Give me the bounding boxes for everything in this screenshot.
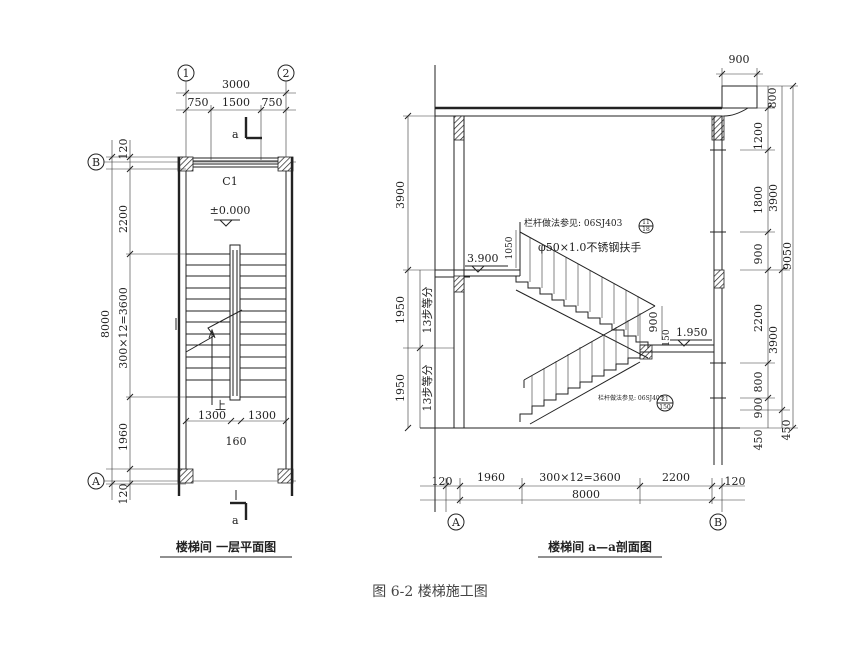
plan-view: 1 2 3000 750 1500 750 a B A — [87, 64, 296, 558]
right-450-a: 450 — [752, 430, 765, 451]
dim-width-750-left: 750 — [188, 96, 209, 109]
axis-label-B: B — [92, 156, 100, 169]
plan-dim-flight: 300×12=3600 — [117, 287, 130, 368]
rail-ref-lower-den: 150 — [659, 404, 671, 411]
right-800-top: 800 — [766, 88, 779, 109]
section-axis-bubble-B — [709, 513, 727, 531]
right-900-b: 900 — [752, 398, 765, 419]
rail-ref-lower: 栏杆做法参见: 06SJ403 — [598, 394, 664, 402]
axis-label-2: 2 — [283, 67, 290, 80]
section-level-mid: 1.950 — [676, 326, 708, 339]
plan-dim-bottom-wall: 120 — [117, 484, 130, 505]
plan-flight-width-right: 1300 — [248, 409, 276, 422]
bottom-2200: 2200 — [662, 471, 690, 484]
right-2200: 2200 — [752, 304, 765, 332]
section-axis-bubble-A — [447, 513, 465, 531]
section-steps-a: 13步等分 — [420, 287, 434, 334]
section-mark-top: a — [232, 128, 239, 141]
bottom-120-right: 120 — [725, 475, 746, 488]
rail-ref-upper-den: 18 — [642, 226, 650, 233]
bottom-flight: 300×12=3600 — [539, 471, 620, 484]
rail-ref-upper-num: 11 — [642, 219, 650, 226]
dim-width-750-right: 750 — [262, 96, 283, 109]
plan-dim-landing-bottom: 1960 — [117, 423, 130, 451]
figure-caption: 图 6-2 楼梯施工图 — [372, 584, 487, 600]
dim-150: 150 — [662, 329, 672, 346]
section-level-upper: 3.900 — [467, 252, 499, 265]
right-450-b: 450 — [780, 420, 793, 441]
right-9050: 9050 — [781, 242, 794, 270]
right-800-b: 800 — [752, 372, 765, 393]
bottom-total: 8000 — [572, 488, 600, 501]
axis-label-A: A — [91, 475, 101, 488]
section-dim-canopy: 900 — [729, 53, 750, 66]
dim-rail-height: 1050 — [505, 236, 515, 259]
section-left-3900: 3900 — [394, 181, 407, 209]
section-axis-B: B — [714, 516, 722, 529]
dim-rail-mid: 900 — [647, 312, 660, 333]
section-mark-bottom: a — [232, 514, 239, 527]
window-label-C1: C1 — [222, 175, 237, 188]
right-900-a: 900 — [752, 244, 765, 265]
plan-flight-width-left: 1300 — [198, 409, 226, 422]
plan-dim-landing-top: 2200 — [117, 205, 130, 233]
section-steps-b: 13步等分 — [420, 365, 434, 412]
plan-stair-well — [229, 244, 241, 401]
section-left-1950-b: 1950 — [394, 374, 407, 402]
bottom-1960: 1960 — [477, 471, 505, 484]
plan-up-label: 上 — [215, 399, 226, 412]
section-caption: 楼梯间 a—a剖面图 — [548, 539, 652, 554]
plan-level-label: ±0.000 — [210, 204, 251, 217]
section-left-1950-a: 1950 — [394, 296, 407, 324]
section-axis-A: A — [451, 516, 461, 529]
handrail-note: φ50×1.0不锈钢扶手 — [538, 240, 641, 254]
rail-ref-upper: 栏杆做法参见: 06SJ403 — [524, 217, 623, 229]
right-1800: 1800 — [752, 186, 765, 214]
plan-dim-total-length: 8000 — [99, 310, 112, 338]
right-1200: 1200 — [752, 122, 765, 150]
right-3900-b: 3900 — [767, 326, 780, 354]
plan-caption: 楼梯间 一层平面图 — [176, 539, 276, 554]
bottom-120-left: 120 — [432, 475, 453, 488]
lower-stair-flight — [519, 305, 656, 425]
rail-ref-lower-num: 21 — [661, 396, 669, 403]
plan-dim-top-wall: 120 — [117, 139, 130, 160]
axis-label-1: 1 — [183, 67, 190, 80]
section-view: 900 3.900 1.950 — [394, 53, 798, 558]
dim-width-1500: 1500 — [222, 96, 250, 109]
dim-total-width: 3000 — [222, 78, 250, 91]
right-3900-a: 3900 — [767, 184, 780, 212]
plan-well-width: 160 — [226, 435, 247, 448]
